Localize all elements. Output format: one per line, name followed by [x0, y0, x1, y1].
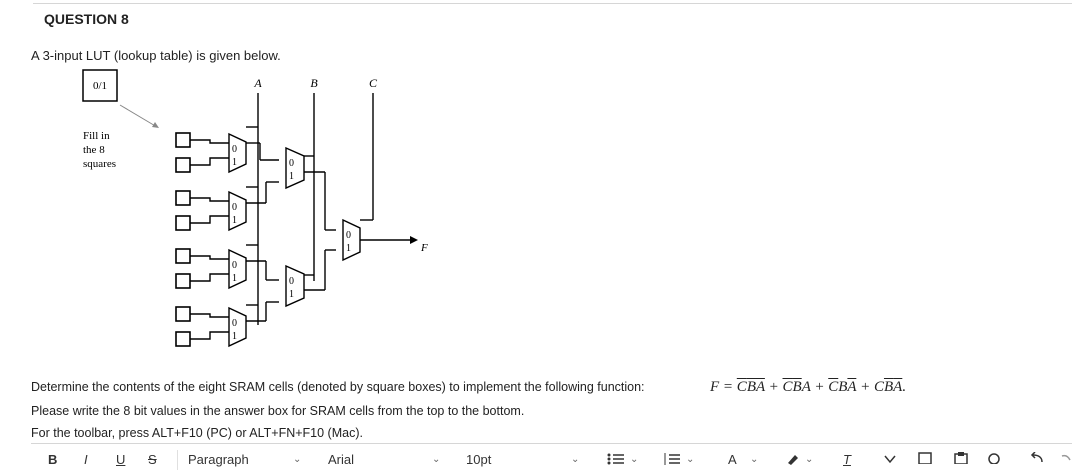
numbered-list-icon[interactable]	[663, 453, 681, 465]
formula-variable: A	[893, 379, 903, 395]
formula-variable: B	[746, 379, 756, 395]
instruction-function: Determine the contents of the eight SRAM…	[31, 380, 645, 394]
chevron-down-icon[interactable]: ⌄	[750, 454, 759, 465]
chevron-down-icon[interactable]: ⌄	[805, 454, 814, 465]
svg-text:0: 0	[289, 276, 294, 287]
formula-variable: C	[782, 379, 793, 395]
svg-text:1: 1	[232, 157, 237, 168]
input-label-c: C	[369, 76, 378, 90]
question-intro: A 3-input LUT (lookup table) is given be…	[31, 48, 281, 63]
chevron-down-icon[interactable]: ⌄	[432, 454, 441, 465]
formula-variable: C	[873, 379, 884, 395]
legend-box	[82, 69, 118, 102]
formula-variable: C	[736, 379, 747, 395]
highlight-icon[interactable]	[786, 453, 800, 465]
mux-l1-2	[228, 190, 247, 232]
chevron-down-icon[interactable]: ⌄	[293, 454, 302, 465]
boolean-formula: F = CBA + CBA + CBA + CBA.	[710, 379, 906, 396]
chevron-down-icon[interactable]: ⌄	[571, 454, 580, 465]
chevron-down-icon[interactable]	[883, 454, 897, 464]
mux-l1-3	[228, 248, 247, 290]
formula-lhs: F =	[710, 379, 737, 395]
fill-text-line-2: the 8	[83, 144, 105, 156]
formula-variable: C	[828, 379, 839, 395]
legend-arrow-head	[152, 122, 159, 128]
mux-l2-1	[285, 146, 305, 190]
input-label-a: A	[253, 76, 262, 90]
bullet-list-icon[interactable]	[607, 453, 625, 465]
instruction-answer: Please write the 8 bit values in the ans…	[31, 404, 525, 418]
svg-text:1: 1	[232, 273, 237, 284]
formula-variable: A	[847, 379, 857, 395]
paragraph-select[interactable]: Paragraph	[188, 452, 249, 467]
redo-icon[interactable]	[1059, 452, 1071, 464]
svg-text:0: 0	[289, 158, 294, 169]
sram-cell-8	[175, 331, 191, 347]
clear-formatting-button[interactable]: T	[843, 452, 851, 467]
formula-variable: B	[792, 379, 802, 395]
instruction-toolbar: For the toolbar, press ALT+F10 (PC) or A…	[31, 426, 363, 440]
svg-text:0: 0	[232, 202, 237, 213]
sram-cell-5	[175, 248, 191, 264]
sram-cell-6	[175, 273, 191, 289]
legend-box-label: 0/1	[93, 80, 107, 92]
svg-text:0: 0	[232, 260, 237, 271]
formula-end: .	[902, 379, 907, 395]
svg-text:1: 1	[289, 171, 294, 182]
formula-term: CBA	[828, 379, 856, 395]
question-title: QUESTION 8	[44, 11, 129, 27]
italic-button[interactable]: I	[84, 452, 88, 467]
font-family-select[interactable]: Arial	[328, 452, 355, 467]
underline-button[interactable]: U	[116, 452, 126, 467]
sram-cell-4	[175, 215, 191, 231]
insert-file-icon[interactable]	[918, 452, 932, 464]
fill-text-line-3: squares	[83, 158, 116, 170]
formula-term: CBA	[737, 379, 765, 395]
svg-text:0: 0	[346, 230, 351, 241]
strikethrough-button[interactable]: S	[148, 452, 157, 467]
mux-l1-4	[228, 306, 247, 348]
formula-variable: A	[755, 379, 765, 395]
mux-l1-1	[228, 132, 247, 174]
sram-cell-1	[175, 132, 191, 148]
svg-text:1: 1	[346, 243, 351, 254]
sram-cell-3	[175, 190, 191, 206]
toolbar-separator	[177, 450, 178, 470]
legend-arrow	[119, 104, 158, 128]
formula-plus: +	[856, 379, 874, 395]
output-label: F	[420, 242, 428, 254]
input-label-b: B	[310, 76, 318, 90]
chevron-down-icon[interactable]: ⌄	[686, 454, 695, 465]
formula-term: CBA	[783, 379, 811, 395]
fill-text-line-1: Fill in	[83, 130, 110, 142]
formula-plus: +	[810, 379, 829, 395]
chevron-down-icon[interactable]: ⌄	[630, 454, 639, 465]
formula-variable: B	[838, 379, 848, 395]
output-arrow-head	[410, 236, 418, 244]
undo-icon[interactable]	[1028, 452, 1044, 464]
formula-term: CBA	[874, 379, 902, 395]
text-color-button[interactable]: A	[728, 452, 737, 467]
search-icon[interactable]	[987, 452, 1001, 464]
mux-l2-2	[285, 264, 305, 308]
lut-diagram: 0/1 Fill in the 8 squares A B C	[82, 69, 428, 348]
bold-button[interactable]: B	[48, 452, 58, 467]
formula-plus: +	[764, 379, 783, 395]
sram-cell-2	[175, 157, 191, 173]
svg-text:1: 1	[232, 331, 237, 342]
top-divider	[33, 3, 1072, 4]
paste-icon[interactable]	[953, 452, 969, 464]
mux-l3	[342, 218, 361, 262]
formula-variable: B	[883, 379, 894, 395]
svg-text:1: 1	[232, 215, 237, 226]
svg-text:0: 0	[232, 318, 237, 329]
svg-text:1: 1	[289, 289, 294, 300]
font-size-select[interactable]: 10pt	[466, 452, 492, 467]
sram-cell-7	[175, 306, 191, 322]
svg-text:0: 0	[232, 144, 237, 155]
editor-toolbar: B I U S Paragraph ⌄ Arial ⌄ 10pt ⌄ ⌄ ⌄ A…	[31, 443, 1072, 470]
formula-variable: A	[801, 379, 811, 395]
